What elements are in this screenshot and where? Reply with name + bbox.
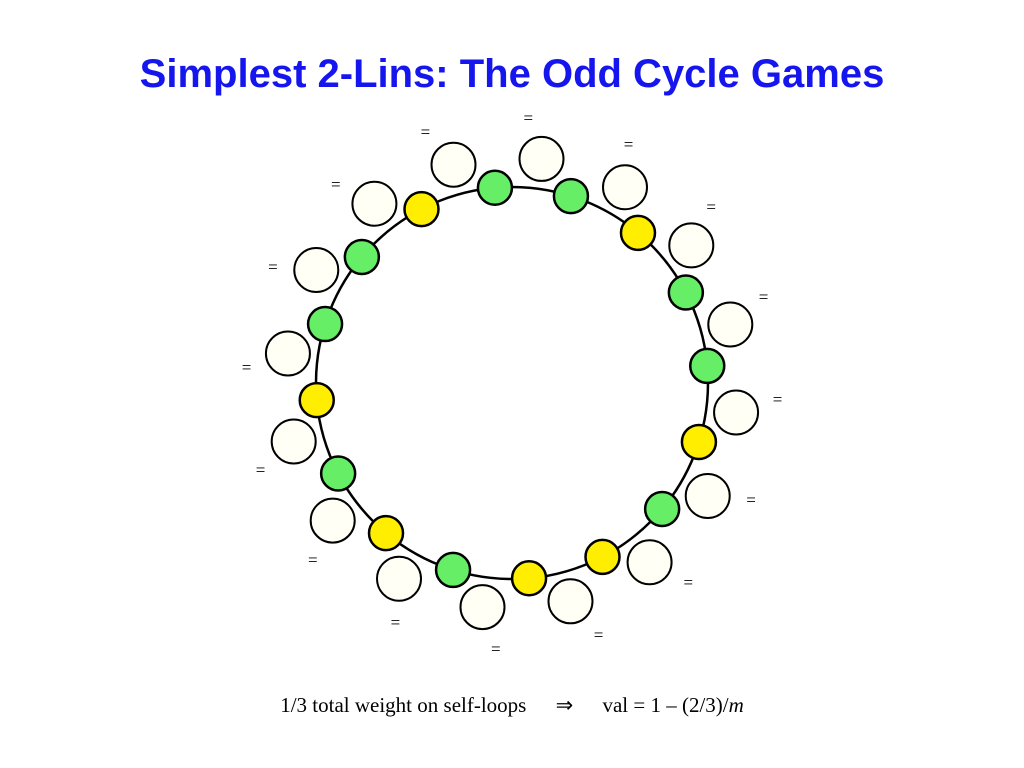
self-loop-equal-label: = xyxy=(421,122,431,141)
vertex-green xyxy=(552,177,590,215)
self-loop-equal-label: = xyxy=(759,287,769,306)
self-loop xyxy=(668,222,715,269)
self-loop-equal-label: = xyxy=(594,626,604,645)
self-loop xyxy=(459,584,506,631)
self-loop-equal-label: = xyxy=(523,108,533,127)
self-loop xyxy=(707,301,754,348)
self-loop xyxy=(309,497,356,544)
vertex-yellow xyxy=(680,423,718,461)
vertex-green xyxy=(434,551,472,589)
self-loop xyxy=(713,389,760,436)
implies-arrow: ⇒ xyxy=(555,693,574,717)
self-loop-equal-label: = xyxy=(242,358,252,377)
vertex-yellow xyxy=(298,381,335,419)
self-loop-equal-label: = xyxy=(331,175,341,194)
caption: 1/3 total weight on self-loops ⇒ val = 1… xyxy=(0,690,1024,720)
slide-title: Simplest 2-Lins: The Odd Cycle Games xyxy=(139,52,885,96)
caption-left: 1/3 total weight on self-loops xyxy=(280,693,527,717)
self-loop-equal-label: = xyxy=(308,550,318,569)
self-loop xyxy=(376,555,422,602)
self-loop xyxy=(293,247,340,293)
caption-right: val = 1 – (2/3)/m xyxy=(602,693,743,717)
self-loops: = = = = = = = = = = = = = = = = xyxy=(242,108,783,658)
edge-labels: ≠≠≠≠≠≠≠≠≠≠≠≠≠≠≠≠ xyxy=(273,141,752,625)
vertex-yellow xyxy=(403,190,440,228)
self-loop-equal-label: = xyxy=(268,257,278,276)
self-loop-equal-label: = xyxy=(706,198,716,217)
vertex-green xyxy=(643,490,681,528)
self-loop xyxy=(430,141,477,188)
self-loop xyxy=(602,164,648,211)
self-loop-equal-label: = xyxy=(773,390,783,409)
vertex-green xyxy=(667,274,705,311)
self-loop xyxy=(264,330,311,377)
self-loop xyxy=(684,473,731,519)
self-loop xyxy=(518,135,565,182)
self-loop-equal-label: = xyxy=(746,491,756,510)
vertex-green xyxy=(689,347,726,385)
self-loop xyxy=(351,180,398,227)
vertex-green xyxy=(306,305,344,343)
vertex-yellow xyxy=(510,560,548,597)
self-loop-equal-label: = xyxy=(491,640,501,659)
caption-value-formula: val = 1 – (2/3)/ xyxy=(602,693,729,717)
vertices xyxy=(298,169,726,597)
self-loop-equal-label: = xyxy=(256,461,266,480)
self-loop-equal-label: = xyxy=(391,613,401,632)
vertex-green xyxy=(343,238,381,276)
self-loop-equal-label: = xyxy=(683,573,693,592)
self-loop xyxy=(547,578,594,625)
self-loop xyxy=(270,418,317,465)
vertex-yellow xyxy=(367,514,405,552)
vertex-yellow xyxy=(584,538,621,576)
caption-variable-m: m xyxy=(728,693,744,717)
vertex-green xyxy=(476,169,514,206)
vertex-green xyxy=(319,455,357,492)
self-loop xyxy=(626,539,673,586)
self-loop-equal-label: = xyxy=(624,135,634,154)
vertex-yellow xyxy=(619,214,657,252)
